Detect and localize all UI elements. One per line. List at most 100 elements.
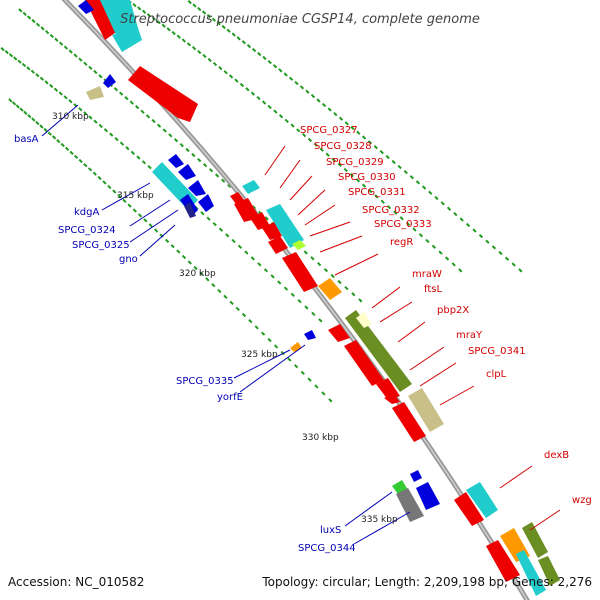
- track-dot: [13, 56, 18, 61]
- gene-label[interactable]: regR: [390, 237, 413, 248]
- gene-feature[interactable]: [78, 0, 94, 14]
- track-dot: [39, 76, 45, 81]
- track-dot: [192, 3, 197, 8]
- leader-line: [233, 349, 291, 379]
- tick-label: 335 kbp: [361, 515, 398, 525]
- gene-label[interactable]: dexB: [544, 450, 569, 461]
- track-dot: [272, 64, 278, 69]
- gene-label[interactable]: SPCG_0328: [314, 141, 372, 152]
- track-dot: [355, 178, 361, 183]
- track-dot: [217, 288, 222, 294]
- track-dot: [199, 271, 204, 276]
- gene-feature[interactable]: [516, 550, 546, 596]
- gene-label[interactable]: SPCG_0324: [58, 225, 116, 236]
- gene-label[interactable]: SPCG_0344: [298, 543, 356, 554]
- gene-feature[interactable]: [328, 324, 350, 342]
- gene-label[interactable]: SPCG_0327: [300, 125, 358, 136]
- gene-feature[interactable]: [103, 74, 116, 88]
- gene-feature[interactable]: [234, 198, 260, 222]
- gene-label[interactable]: basA: [14, 134, 39, 145]
- track-dot: [263, 268, 269, 273]
- gene-feature[interactable]: [408, 388, 444, 432]
- gene-feature[interactable]: [242, 180, 260, 194]
- gene-feature[interactable]: [184, 202, 196, 218]
- gene-label[interactable]: SPCG_0329: [326, 157, 384, 168]
- gene-feature[interactable]: [318, 278, 342, 300]
- gene-label[interactable]: mraY: [456, 330, 483, 341]
- track-dot: [45, 30, 50, 35]
- gene-feature[interactable]: [230, 192, 244, 204]
- gene-feature[interactable]: [292, 240, 306, 250]
- gene-feature[interactable]: [112, 28, 142, 52]
- gene-feature[interactable]: [416, 482, 440, 510]
- gene-label[interactable]: clpL: [486, 369, 507, 380]
- gene-label[interactable]: kdgA: [74, 207, 99, 218]
- track-dot: [459, 217, 464, 222]
- gene-feature[interactable]: [282, 252, 318, 292]
- track-dot: [54, 37, 59, 42]
- gene-feature[interactable]: [454, 492, 484, 526]
- accession-text: Accession: NC_010582: [8, 575, 144, 589]
- gene-feature[interactable]: [198, 194, 214, 212]
- gene-feature[interactable]: [188, 180, 206, 196]
- gene-feature[interactable]: [168, 154, 184, 168]
- gene-feature[interactable]: [268, 236, 288, 254]
- gene-feature[interactable]: [522, 522, 548, 558]
- track-dot: [170, 244, 175, 249]
- track-dot: [202, 53, 207, 59]
- leader-line: [499, 465, 533, 489]
- leader-line: [309, 221, 351, 237]
- track-dot: [143, 218, 148, 223]
- track-dot: [218, 227, 224, 232]
- gene-label[interactable]: SPCG_0330: [338, 172, 396, 183]
- gene-feature[interactable]: [538, 556, 560, 586]
- gene-feature[interactable]: [392, 402, 426, 442]
- gene-feature[interactable]: [250, 212, 270, 230]
- gene-feature[interactable]: [384, 394, 400, 404]
- gene-label[interactable]: yorfE: [217, 392, 243, 403]
- gene-label[interactable]: SPCG_0341: [468, 346, 526, 357]
- genome-backbone: [61, 0, 530, 600]
- gene-label[interactable]: pbp2X: [437, 305, 469, 316]
- gene-feature[interactable]: [128, 66, 198, 122]
- gene-label[interactable]: SPCG_0332: [362, 205, 420, 216]
- gene-feature[interactable]: [262, 222, 282, 240]
- gene-label[interactable]: SPCG_0325: [72, 240, 130, 251]
- gene-feature[interactable]: [304, 330, 316, 340]
- track-dot: [294, 80, 299, 86]
- gene-feature[interactable]: [410, 470, 422, 482]
- gene-label[interactable]: SPCG_0331: [348, 187, 406, 198]
- track-dot: [73, 53, 78, 58]
- track-dot: [197, 49, 202, 55]
- track-dot: [379, 149, 384, 155]
- gene-feature[interactable]: [86, 86, 104, 100]
- gene-feature[interactable]: [345, 310, 412, 392]
- track-dot: [31, 117, 36, 122]
- track-dot: [318, 318, 323, 323]
- gene-feature[interactable]: [290, 342, 302, 352]
- track-dot: [26, 66, 31, 71]
- leader-line: [101, 182, 151, 211]
- gene-label[interactable]: wzg: [572, 495, 592, 506]
- gene-feature[interactable]: [486, 540, 520, 582]
- track-dot: [223, 70, 228, 75]
- track-dot: [93, 119, 98, 124]
- gene-label[interactable]: SPCG_0333: [374, 219, 432, 230]
- gene-label[interactable]: luxS: [320, 525, 341, 536]
- track-dot: [267, 337, 272, 343]
- gene-label[interactable]: SPCG_0335: [176, 376, 234, 387]
- track-dot: [185, 147, 190, 153]
- gene-feature[interactable]: [178, 164, 196, 180]
- gene-feature[interactable]: [266, 204, 304, 248]
- track-dot: [159, 233, 164, 238]
- track-dot: [141, 9, 147, 14]
- gene-feature[interactable]: [466, 482, 498, 518]
- gene-feature[interactable]: [396, 488, 424, 522]
- track-dot: [231, 238, 236, 244]
- track-dot: [316, 98, 321, 103]
- gene-label[interactable]: mraW: [412, 269, 442, 280]
- gene-feature[interactable]: [356, 312, 372, 328]
- gene-feature[interactable]: [344, 340, 384, 386]
- gene-label[interactable]: ftsL: [424, 284, 442, 295]
- gene-label[interactable]: gno: [119, 254, 138, 265]
